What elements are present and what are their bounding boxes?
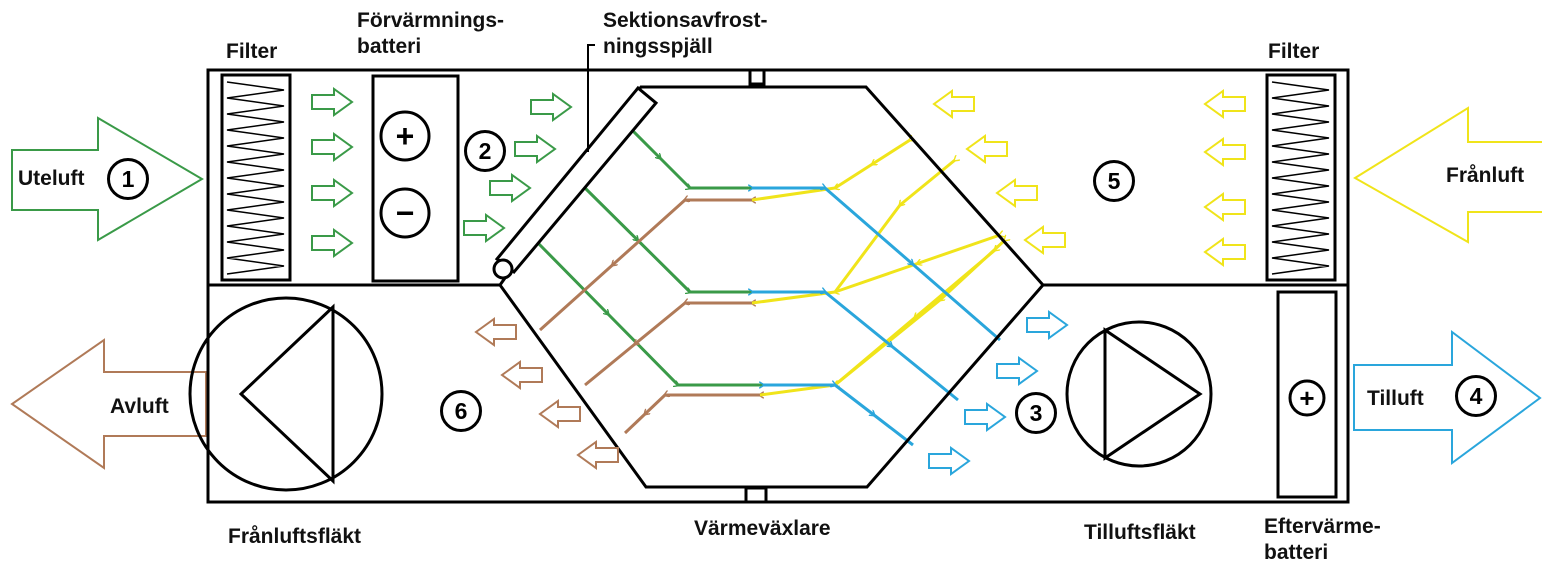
outdoor-flow-line — [538, 243, 763, 385]
outdoor-flow-arrow-icon — [311, 178, 354, 208]
outdoor-flow-arrow-icon — [463, 213, 506, 243]
reheater-plus-sign: + — [1299, 383, 1314, 413]
extract-flow-arrow-icon — [932, 89, 975, 119]
outdoor-flow-line — [630, 128, 752, 188]
extract-flow-arrow-icon — [1203, 192, 1246, 222]
supply-fan-label: Tilluftsfläkt — [1084, 521, 1196, 544]
preheater-plus-sign: + — [396, 118, 415, 154]
filter-right-label: Filter — [1268, 40, 1320, 63]
marker-1: 1 — [107, 158, 149, 200]
heat-exchanger — [498, 85, 1046, 489]
outdoor-flow-arrow-icon — [530, 92, 573, 122]
extract-flow-line — [751, 140, 910, 202]
extract-flow-arrow-icon — [1023, 225, 1066, 255]
extract-flow-arrow-icon — [1203, 237, 1246, 267]
damper-label-leader — [587, 44, 595, 152]
extract-flow-arrow-icon — [995, 178, 1038, 208]
reheater-plus-ring — [1288, 379, 1326, 417]
exhaust-flow-arrow-icon — [576, 440, 619, 470]
damper-hinge — [492, 258, 514, 280]
heat-exchanger-label: Värmeväxlare — [694, 517, 831, 540]
supply-flow-arrow-icon — [964, 402, 1007, 432]
marker-3: 3 — [1015, 392, 1057, 434]
extract-flow-line — [759, 250, 995, 397]
filter-right-pleats — [1271, 81, 1330, 275]
extract-flow-arrow-icon — [1203, 137, 1246, 167]
extract-fan-blade-icon — [238, 303, 335, 485]
damper-label: Sektionsavfrost- ningsspjäll — [603, 9, 768, 59]
outdoor-flow-line — [585, 188, 752, 292]
filter-left-label: Filter — [226, 40, 278, 63]
extract-fan-label: Frånluftsfläkt — [228, 525, 362, 548]
marker-6: 6 — [440, 390, 482, 432]
preheater-label: Förvärmnings- batteri — [357, 9, 505, 59]
extract-fan — [188, 296, 384, 492]
supply-flow-arrow-icon — [996, 356, 1039, 386]
marker-2: 2 — [464, 130, 506, 172]
exhaust-flow-line — [623, 395, 760, 435]
extract-flow-line — [834, 240, 1005, 387]
exhaust-flow-arrow-icon — [500, 360, 543, 390]
filter-left-pleats — [226, 81, 285, 275]
preheater-minus-sign: − — [396, 195, 415, 231]
supply-air-label: Tilluft — [1367, 387, 1424, 410]
supply-flow-line — [752, 188, 1001, 342]
supply-air-arrow — [1353, 330, 1542, 465]
extract-flow-arrow-icon — [965, 134, 1008, 164]
outdoor-flow-arrow-icon — [311, 132, 354, 162]
outdoor-flow-arrow-icon — [514, 134, 557, 164]
exhaust-flow-arrow-icon — [474, 317, 517, 347]
exhaust-flow-line — [538, 200, 752, 332]
top-port — [748, 68, 766, 86]
outdoor-flow-arrow-icon — [311, 228, 354, 258]
extract-air-arrow — [1353, 106, 1542, 244]
preheater-minus-ring — [379, 187, 431, 239]
supply-flow-line — [752, 292, 959, 402]
supply-flow-arrow-icon — [1026, 310, 1069, 340]
marker-4: 4 — [1455, 375, 1497, 417]
outdoor-flow-arrow-icon — [311, 87, 354, 117]
exhaust-flow-line — [584, 303, 752, 387]
outdoor-flow-arrow-icon — [489, 173, 532, 203]
preheater-plus-ring — [379, 110, 431, 162]
exhaust-flow-arrow-icon — [538, 399, 581, 429]
supply-flow-arrow-icon — [928, 446, 971, 476]
bottom-port — [744, 486, 768, 504]
reheater-label: Eftervärme- batteri — [1264, 515, 1381, 565]
supply-fan-blade-icon — [1103, 327, 1203, 461]
exhaust-air-label: Avluft — [110, 395, 169, 418]
outdoor-air-label: Uteluft — [18, 167, 85, 190]
extract-flow-arrow-icon — [1203, 89, 1246, 119]
supply-fan — [1065, 320, 1213, 468]
marker-5: 5 — [1093, 160, 1135, 202]
exhaust-air-arrow — [10, 338, 207, 470]
extract-air-label: Frånluft — [1446, 164, 1525, 187]
section-defrost-damper — [494, 85, 659, 275]
supply-flow-line — [763, 385, 914, 447]
preheater-battery — [371, 74, 460, 283]
